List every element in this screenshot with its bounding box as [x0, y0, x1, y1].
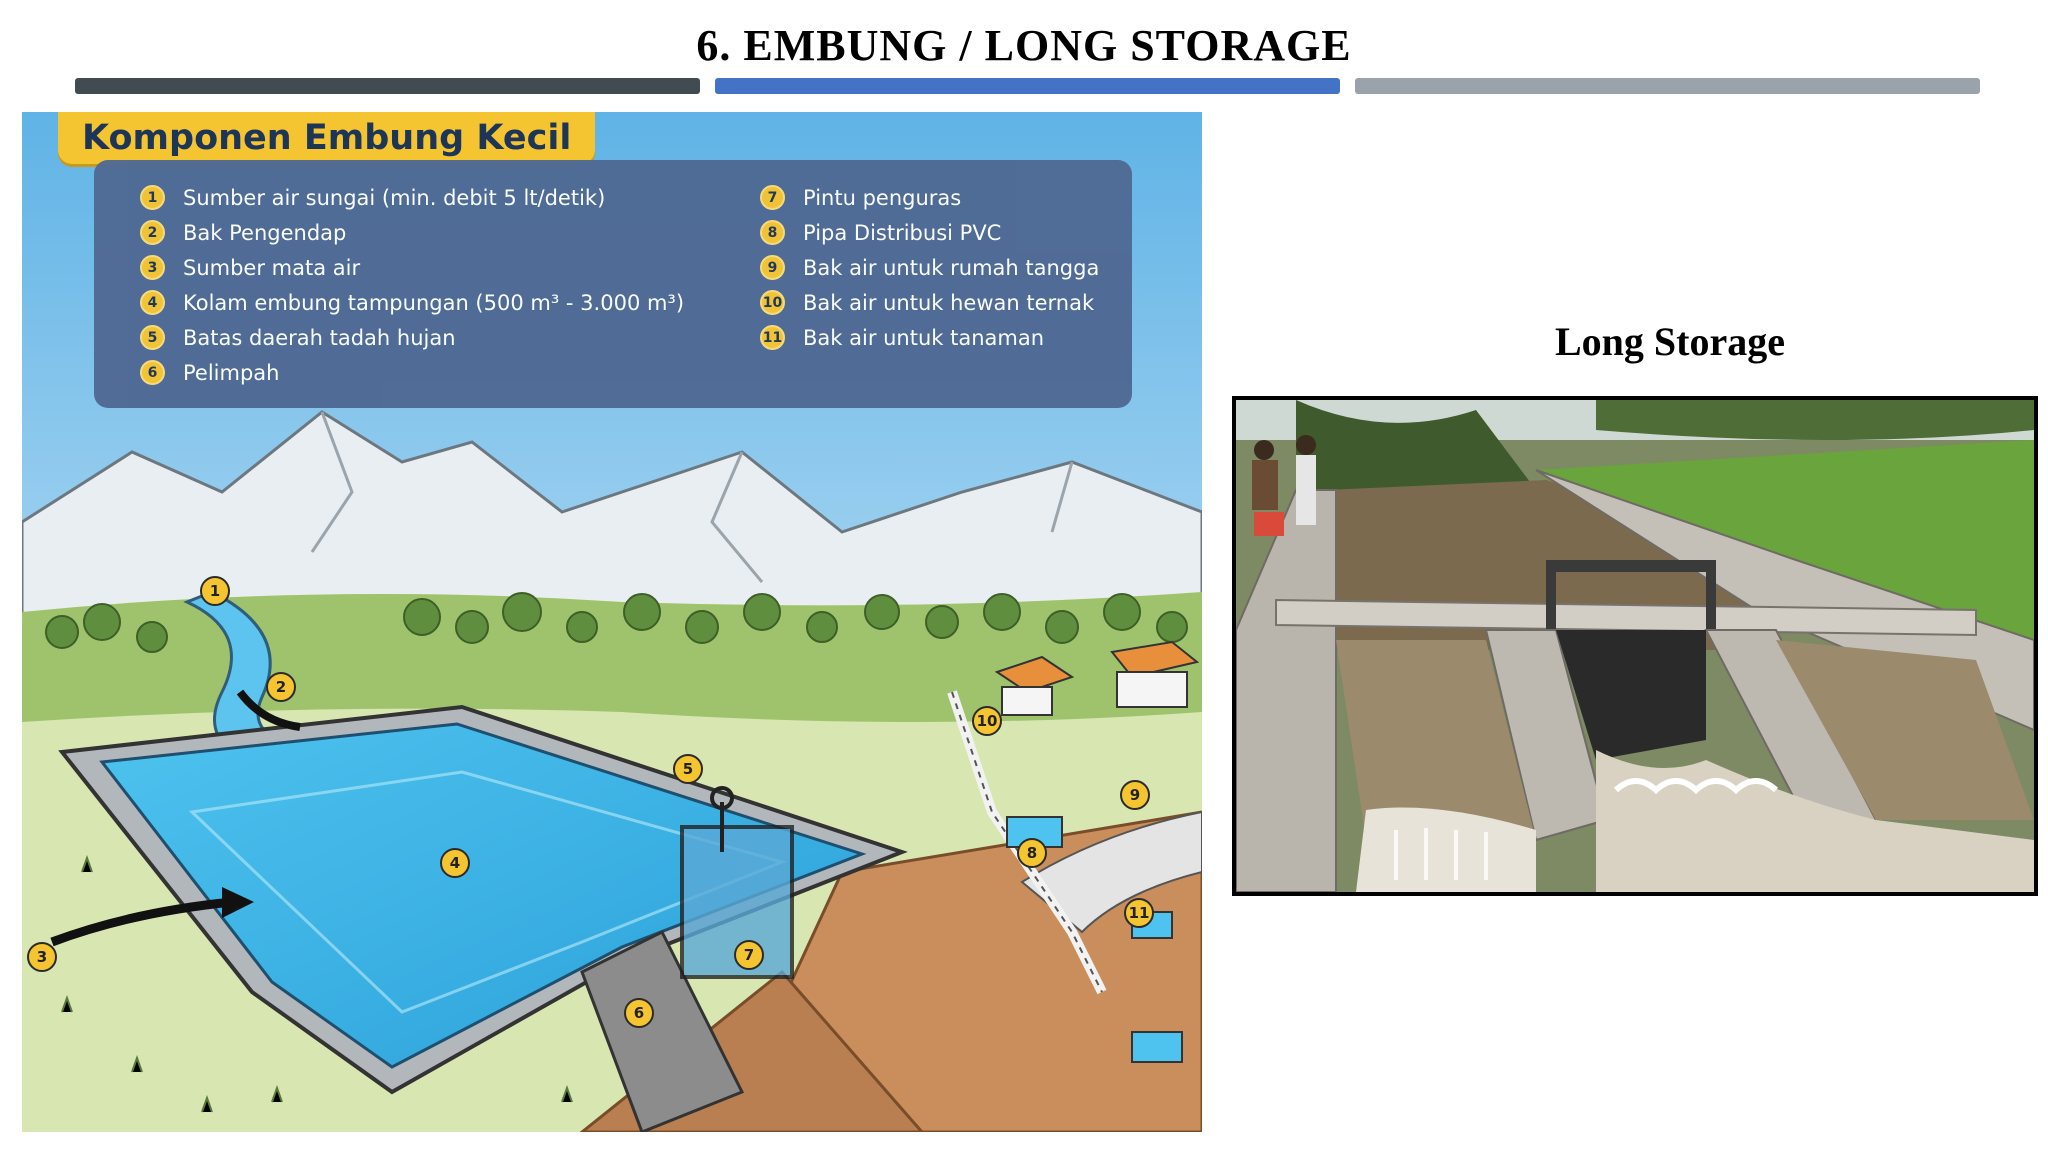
marker-plant-tank: 11: [1124, 898, 1154, 928]
marker-settling-tank: 2: [266, 672, 296, 702]
legend-label: Pelimpah: [183, 360, 280, 385]
marker-spillway: 6: [624, 998, 654, 1028]
marker-spring-source: 3: [27, 942, 57, 972]
marker-storage-pond: 4: [440, 848, 470, 878]
marker-household-tank: 9: [1120, 780, 1150, 810]
legend-item: 1 Sumber air sungai (min. debit 5 lt/deti…: [140, 180, 684, 215]
legend-column-left: 1 Sumber air sungai (min. debit 5 lt/deti…: [140, 180, 684, 390]
long-storage-photo: [1232, 396, 2038, 896]
legend-number-badge: 6: [140, 360, 165, 385]
legend-label: Pipa Distribusi PVC: [803, 220, 1002, 245]
legend-label: Sumber air sungai (min. debit 5 lt/detik…: [183, 185, 606, 210]
legend-number-badge: 4: [140, 290, 165, 315]
legend-item: 11 Bak air untuk tanaman: [760, 320, 1099, 355]
legend-label: Bak air untuk hewan ternak: [803, 290, 1095, 315]
legend-label: Kolam embung tampungan (500 m³ - 3.000 m…: [183, 290, 685, 315]
legend-number-badge: 7: [760, 185, 785, 210]
legend-item: 5 Batas daerah tadah hujan: [140, 320, 684, 355]
marker-pvc-pipe: 8: [1017, 838, 1047, 868]
infographic-heading: Komponen Embung Kecil: [82, 118, 572, 158]
legend-label: Batas daerah tadah hujan: [183, 325, 456, 350]
legend-label: Bak Pengendap: [183, 220, 347, 245]
marker-flush-gate: 7: [734, 940, 764, 970]
legend-label: Sumber mata air: [183, 255, 361, 280]
legend-item: 4 Kolam embung tampungan (500 m³ - 3.000 …: [140, 285, 684, 320]
legend-label: Bak air untuk tanaman: [803, 325, 1045, 350]
legend-item: 7 Pintu penguras: [760, 180, 1099, 215]
infographic-heading-banner: Komponen Embung Kecil: [58, 112, 596, 164]
marker-river-source: 1: [200, 576, 230, 606]
legend-number-badge: 11: [760, 325, 785, 350]
legend-item: 3 Sumber mata air: [140, 250, 684, 285]
title-underline-gray: [1355, 78, 1980, 94]
legend-item: 8 Pipa Distribusi PVC: [760, 215, 1099, 250]
legend-item: 9 Bak air untuk rumah tangga: [760, 250, 1099, 285]
legend-item: 6 Pelimpah: [140, 355, 684, 390]
legend-label: Bak air untuk rumah tangga: [803, 255, 1100, 280]
legend-item: 10 Bak air untuk hewan ternak: [760, 285, 1099, 320]
long-storage-title: Long Storage: [1555, 319, 1785, 364]
long-storage-photo-image: [1236, 400, 2034, 892]
embung-infographic: Komponen Embung Kecil 1 Sumber air sungai…: [22, 112, 1202, 1132]
legend-number-badge: 9: [760, 255, 785, 280]
legend-item: 2 Bak Pengendap: [140, 215, 684, 250]
legend-number-badge: 5: [140, 325, 165, 350]
title-underline-dark: [75, 78, 700, 94]
legend-panel: 1 Sumber air sungai (min. debit 5 lt/deti…: [94, 160, 1132, 408]
title-underline-blue: [715, 78, 1340, 94]
legend-label: Pintu penguras: [803, 185, 962, 210]
legend-number-badge: 1: [140, 185, 165, 210]
marker-livestock-tank: 10: [972, 706, 1002, 736]
legend-number-badge: 3: [140, 255, 165, 280]
legend-number-badge: 10: [760, 290, 785, 315]
marker-catchment-boundary: 5: [673, 754, 703, 784]
slide-title: 6. EMBUNG / LONG STORAGE: [696, 21, 1352, 70]
legend-number-badge: 2: [140, 220, 165, 245]
legend-number-badge: 8: [760, 220, 785, 245]
